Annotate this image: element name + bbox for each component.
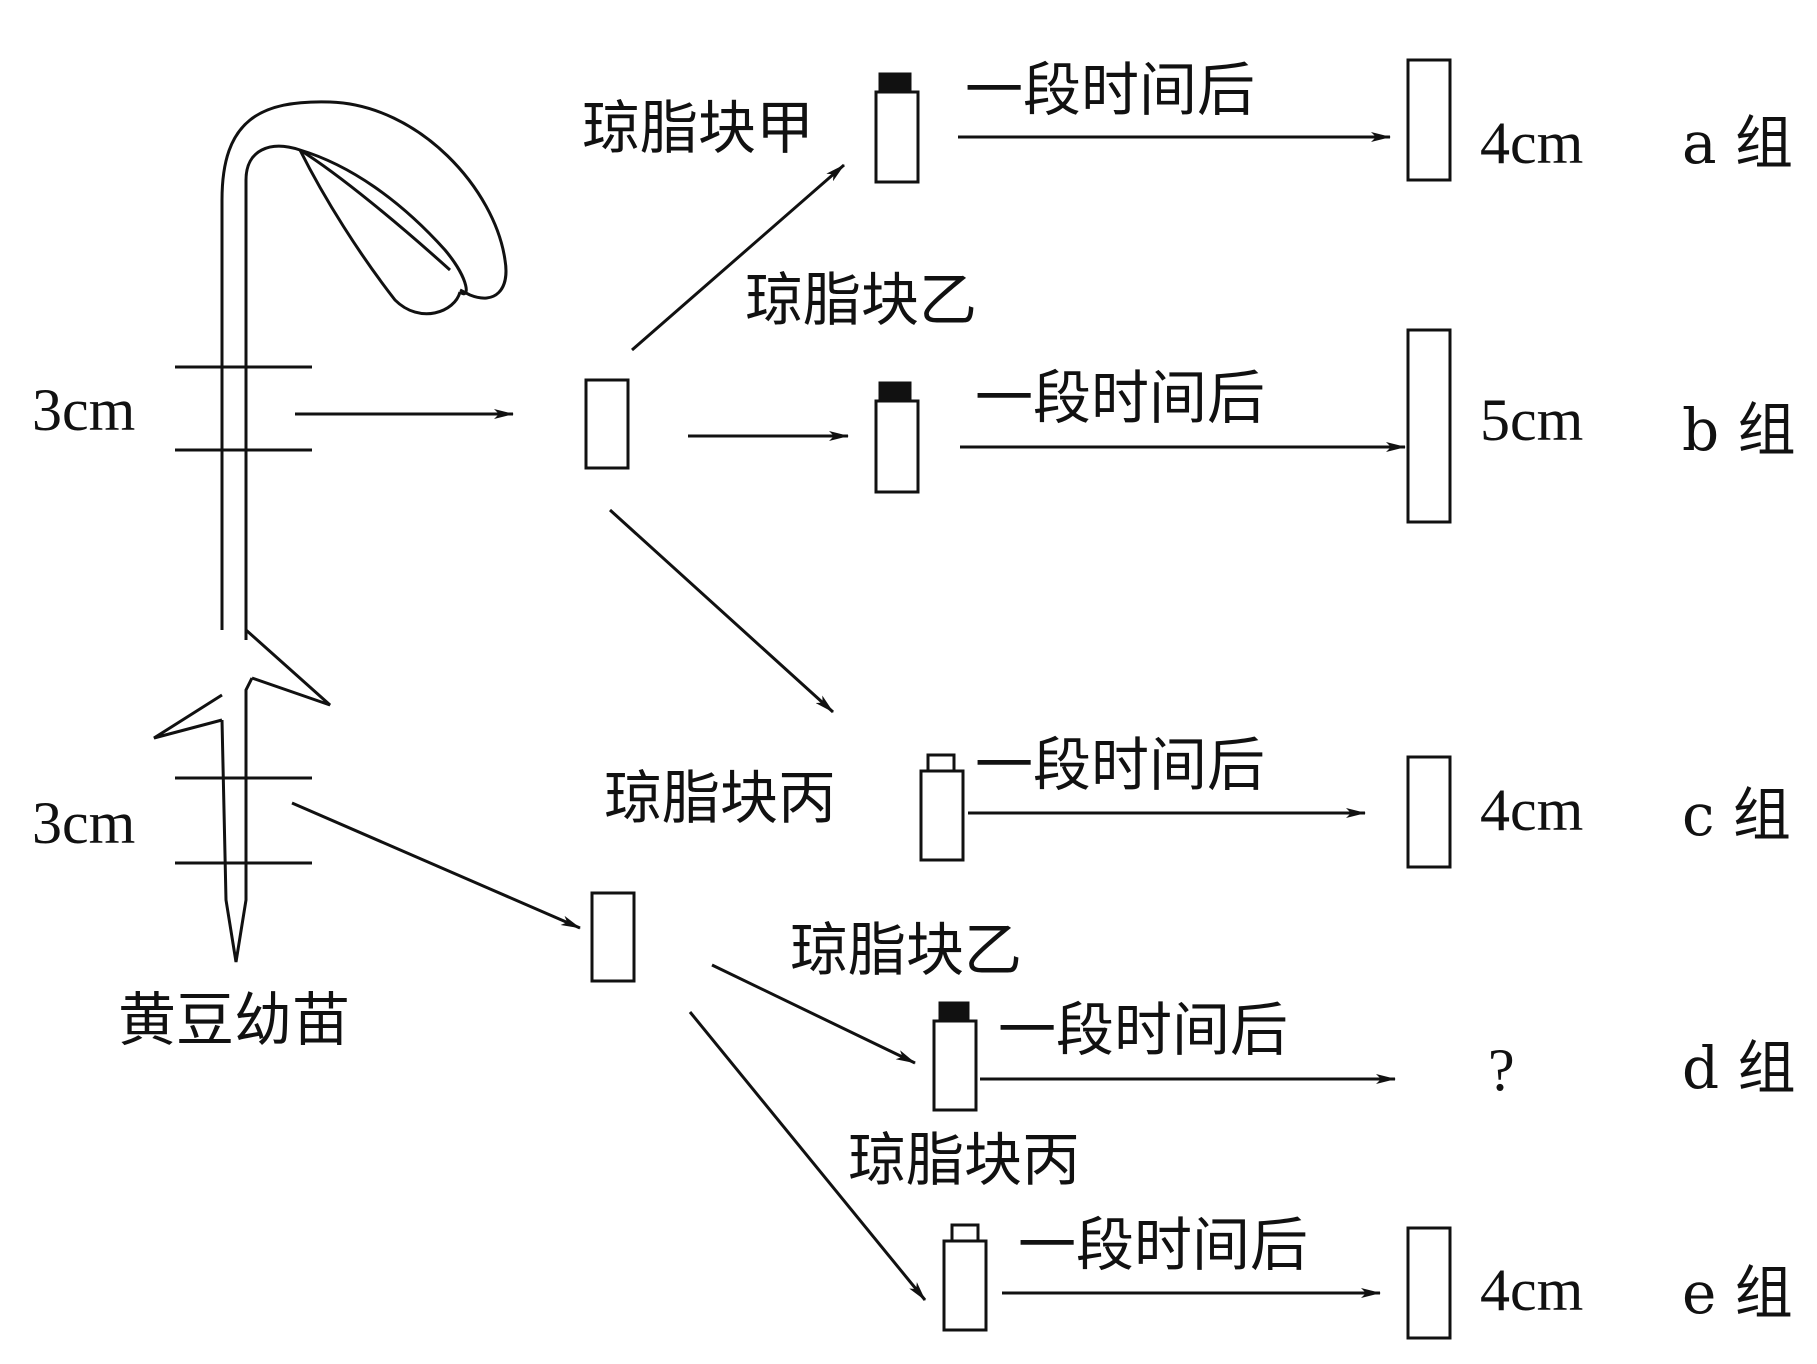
result-segment-e [1406,1226,1452,1340]
result-length-c: 4cm [1480,777,1583,843]
label-block-yi-lower: 琼脂块乙 [790,916,1022,984]
result-length-a: 4cm [1480,110,1583,176]
result-unknown-d: ? [1488,1037,1515,1103]
segment-marks [175,365,312,865]
group-label-a: a 组 [1682,109,1793,177]
after-time-b: 一段时间后 [975,364,1265,432]
upper-segment [584,378,630,470]
lower-segment [590,891,636,983]
group-label-d: d 组 [1682,1034,1796,1102]
block-b [874,381,920,494]
group-label-c: c 组 [1682,781,1791,849]
after-time-a: 一段时间后 [965,56,1255,124]
arrow-to-block-d [711,963,916,1065]
block-d [932,1001,978,1112]
arrow-to-block-e [688,1011,927,1301]
result-segment-c [1406,755,1452,869]
result-segment-a [1406,58,1452,182]
group-label-b: b 组 [1682,396,1796,464]
after-time-d: 一段时间后 [998,996,1288,1064]
seedling-label: 黄豆幼苗 [118,986,350,1054]
block-a [874,72,920,184]
label-block-bing-lower: 琼脂块丙 [848,1126,1080,1194]
soybean-seedling [153,100,508,963]
label-block-bing-upper: 琼脂块丙 [604,764,836,832]
block-e [942,1223,988,1332]
block-c [919,753,965,862]
segment-length-lower: 3cm [32,790,135,856]
label-block-jia: 琼脂块甲 [582,94,814,162]
group-label-e: e 组 [1682,1259,1793,1327]
after-time-e: 一段时间后 [1018,1211,1308,1279]
result-length-b: 5cm [1480,387,1583,453]
after-time-c: 一段时间后 [975,731,1265,799]
arrow-to-block-a [631,163,845,352]
segment-length-upper: 3cm [32,377,135,443]
result-segment-b [1406,328,1452,524]
label-block-yi-upper: 琼脂块乙 [745,266,977,334]
arrow-to-lower-segment [291,801,581,930]
arrow-to-block-c [608,508,835,714]
result-length-e: 4cm [1480,1257,1583,1323]
